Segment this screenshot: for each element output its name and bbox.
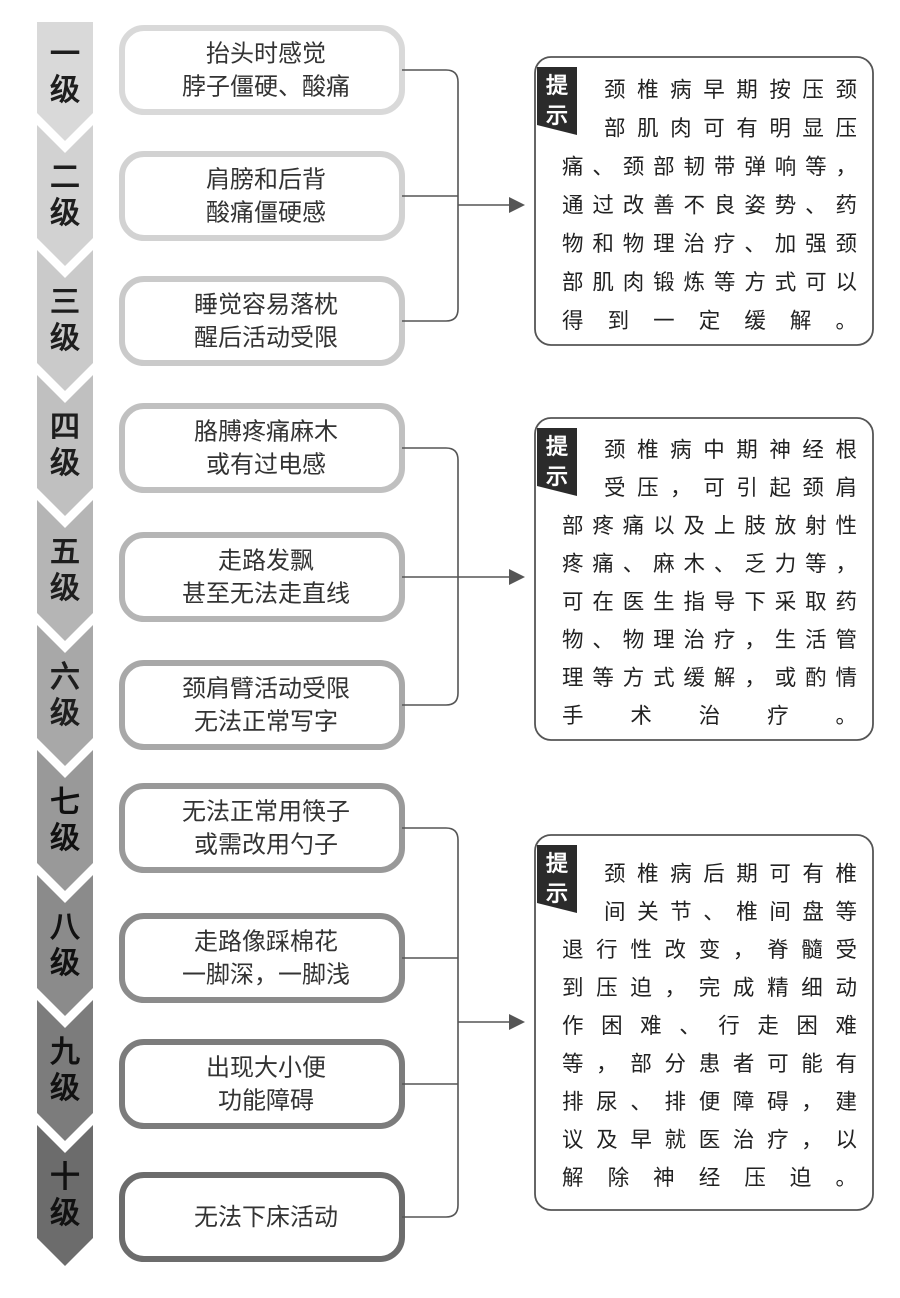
symptom-text: 或有过电感 [206,451,326,479]
symptom-text: 走路发飘 [218,547,314,575]
level-label-char: 级 [50,73,80,108]
symptom-text: 一脚深，一脚浅 [182,961,350,989]
tip-text-line: 排尿、排便障碍，建 [562,1090,857,1115]
level-chevron-4 [37,375,93,516]
level-label-char: 五 [50,535,80,570]
symptom-text: 出现大小便 [206,1054,326,1082]
symptom-text: 肩膀和后背 [206,166,326,194]
tip-label-char: 提 [546,434,569,460]
tip-box-1 [534,56,874,346]
level-chevron-3 [37,250,93,391]
level-chevron-5 [37,500,93,641]
level-label-char: 七 [50,785,80,820]
level-label-char: 六 [50,660,80,695]
tip-label-badge [537,845,577,913]
tip-text-line: 退行性改变，脊髓受 [562,938,857,963]
level-label-char: 级 [50,1071,80,1106]
level-label-char: 三 [50,285,80,320]
level-chevron-10 [37,1125,93,1266]
symptom-text: 抬头时感觉 [206,40,326,68]
symptom-text: 颈肩臂活动受限 [182,675,350,703]
level-label-char: 二 [50,160,80,195]
symptom-text: 或需改用勺子 [194,831,338,859]
tip-text-line: 到压迫，完成精细动 [562,976,857,1001]
tip-label-char: 示 [546,465,568,490]
level-chevron-9 [37,1000,93,1141]
level-label-char: 八 [50,910,81,945]
symptom-text: 醒后活动受限 [194,324,338,352]
tip-box-3 [534,834,874,1211]
arrow-head-icon [509,1014,525,1030]
level-chevron-1 [37,22,93,141]
tip-label-char: 提 [546,73,569,99]
tip-text-line: 等，部分患者可能有 [562,1052,857,1077]
tip-boxes: 提示颈椎病早期按压颈部肌肉可有明显压痛、颈部韧带弹响等，通过改善不良姿势、药物和… [534,56,874,1211]
level-label-char: 级 [50,1196,80,1231]
symptom-text: 无法下床活动 [194,1203,338,1231]
tip-label-badge [537,67,577,135]
level-label-char: 十 [50,1160,80,1195]
level-label-char: 级 [50,571,80,606]
level-label-char: 四 [50,410,80,445]
level-label-char: 级 [50,946,80,981]
tip-label-badge [537,428,577,496]
grouping-brackets [402,69,525,1218]
tip-label-char: 示 [546,882,568,907]
symptom-text: 走路像踩棉花 [194,928,338,956]
level-chevron-8 [37,875,93,1016]
level-label-char: 级 [50,446,80,481]
level-chevron-6 [37,625,93,766]
symptom-text: 酸痛僵硬感 [206,199,326,227]
symptom-text: 功能障碍 [218,1087,314,1115]
level-label-char: 一 [50,37,80,72]
tip-label-char: 提 [546,851,569,877]
severity-levels: 一级抬头时感觉脖子僵硬、酸痛二级肩膀和后背酸痛僵硬感三级睡觉容易落枕醒后活动受限… [37,22,405,1266]
tip-text-line: 议及早就医治疗，以 [562,1128,857,1153]
level-chevron-2 [37,125,93,266]
symptom-text: 甚至无法走直线 [182,580,350,608]
symptom-text: 无法正常用筷子 [182,798,350,826]
level-label-char: 级 [50,696,80,731]
symptom-text: 脖子僵硬、酸痛 [182,73,350,101]
level-label-char: 级 [50,196,80,231]
group-bracket-3 [402,827,459,1218]
arrow-head-icon [509,197,525,213]
symptom-text: 胳膊疼痛麻木 [194,418,338,446]
symptom-text: 无法正常写字 [194,708,338,736]
level-label-char: 级 [50,821,80,856]
level-chevron-7 [37,750,93,891]
level-label-char: 级 [50,321,80,356]
tip-box-2 [534,417,874,741]
tip-text-line: 得到一定缓解。 [562,309,857,334]
level-label-char: 九 [50,1035,80,1070]
tip-text-line: 解除神经压迫。 [562,1166,857,1191]
tip-label-char: 示 [546,104,568,129]
symptom-text: 睡觉容易落枕 [194,291,338,319]
arrow-head-icon [509,569,525,585]
